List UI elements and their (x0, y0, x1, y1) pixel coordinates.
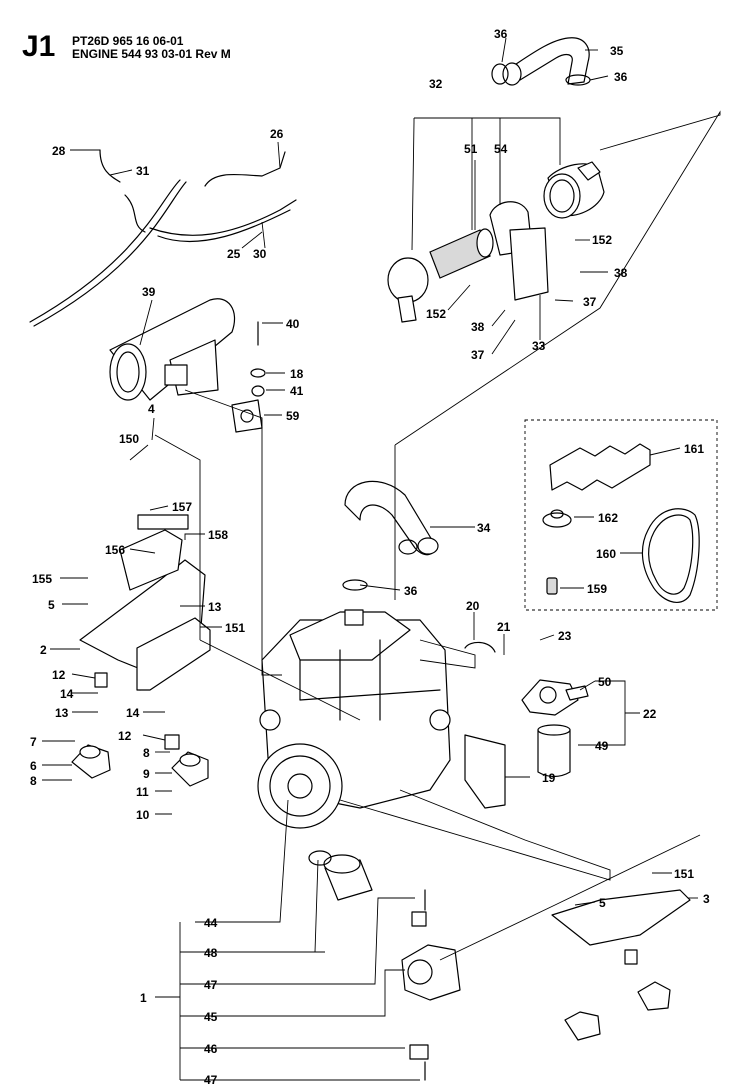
callout-36-top: 36 (494, 27, 508, 41)
callout-156: 156 (105, 543, 125, 557)
intake-hose-part (342, 480, 439, 591)
callout-20: 20 (466, 599, 480, 613)
callout-35: 35 (610, 44, 624, 58)
support-plate-part (136, 617, 211, 691)
callout-37-right: 37 (583, 295, 597, 309)
mounts-left-part (71, 672, 209, 787)
callout-22: 22 (643, 707, 657, 721)
callout-13-left: 13 (55, 706, 69, 720)
callout-10: 10 (136, 808, 150, 822)
callout-47-lower: 47 (204, 1073, 218, 1087)
callout-157: 157 (172, 500, 192, 514)
filter-housing-part (489, 201, 549, 301)
seal-part (542, 509, 572, 528)
callout-150: 150 (119, 432, 139, 446)
callout-9: 9 (143, 767, 150, 781)
bracket-3-part (551, 889, 691, 1041)
callout-49: 49 (595, 739, 609, 753)
callout-155: 155 (32, 572, 52, 586)
muffler-part (109, 298, 236, 401)
fuel-filter-part (537, 724, 571, 778)
filter-element-part (387, 228, 494, 323)
callout-45: 45 (204, 1010, 218, 1024)
callout-8-left: 8 (30, 774, 37, 788)
callout-54: 54 (494, 142, 508, 156)
callout-162: 162 (598, 511, 618, 525)
callout-28: 28 (52, 144, 66, 158)
callout-5-right: 5 (599, 896, 606, 910)
callout-12-left: 12 (52, 668, 66, 682)
washers-part (250, 321, 266, 397)
callout-37-left: 37 (471, 348, 485, 362)
callout-151-left: 151 (225, 621, 245, 635)
callout-41: 41 (290, 384, 304, 398)
callout-50: 50 (598, 675, 612, 689)
callout-48: 48 (204, 946, 218, 960)
callout-18: 18 (290, 367, 304, 381)
callout-46: 46 (204, 1042, 218, 1056)
callout-1: 1 (140, 991, 147, 1005)
air-filter-assembly-part (543, 161, 605, 219)
callout-31: 31 (136, 164, 150, 178)
starter-motor-part (401, 889, 461, 1081)
callout-44: 44 (204, 916, 218, 930)
callout-19: 19 (542, 771, 556, 785)
callout-21: 21 (497, 620, 511, 634)
callout-38-left: 38 (471, 320, 485, 334)
callout-12-right: 12 (118, 729, 132, 743)
callout-7: 7 (30, 735, 37, 749)
callout-6: 6 (30, 759, 37, 773)
callout-26: 26 (270, 127, 284, 141)
callout-8-right: 8 (143, 746, 150, 760)
callout-36-center: 36 (404, 584, 418, 598)
callout-36-right: 36 (614, 70, 628, 84)
bracket-20-part (464, 641, 496, 653)
callout-14-left: 14 (60, 687, 74, 701)
callout-159: 159 (587, 582, 607, 596)
air-filter-hose-part (502, 37, 590, 86)
callout-13-top: 13 (208, 600, 222, 614)
bracket-19-part (464, 734, 506, 809)
model-line: PT26D 965 16 06-01 (72, 34, 184, 48)
callout-25: 25 (227, 247, 241, 261)
fuel-line-part (29, 149, 297, 327)
callout-5-left: 5 (48, 598, 55, 612)
callout-59: 59 (286, 409, 300, 423)
callout-39: 39 (142, 285, 156, 299)
callout-40: 40 (286, 317, 300, 331)
callout-32: 32 (429, 77, 443, 91)
callout-161: 161 (684, 442, 704, 456)
callout-14-right: 14 (126, 706, 140, 720)
rocker-cover-gasket-part (549, 443, 651, 491)
engine-line: ENGINE 544 93 03-01 Rev M (72, 47, 231, 61)
callout-11: 11 (136, 785, 149, 799)
oil-filter-part (308, 850, 373, 901)
callout-33: 33 (532, 339, 546, 353)
callout-2: 2 (40, 643, 47, 657)
callout-151-right: 151 (674, 867, 694, 881)
leader-lines (42, 37, 721, 1081)
callout-23: 23 (558, 629, 572, 643)
callout-38-right: 38 (614, 266, 628, 280)
drive-belt-part (641, 508, 700, 603)
callout-152-right: 152 (592, 233, 612, 247)
callout-30: 30 (253, 247, 267, 261)
section-code: J1 (22, 30, 56, 63)
callout-4: 4 (148, 402, 155, 416)
callout-34: 34 (477, 521, 491, 535)
callout-152-left: 152 (426, 307, 446, 321)
callout-3: 3 (703, 892, 710, 906)
callout-51: 51 (464, 142, 478, 156)
engine-block-part (257, 609, 451, 829)
callout-160: 160 (596, 547, 616, 561)
callout-47-upper: 47 (204, 978, 218, 992)
clip-part (546, 577, 558, 595)
callout-labels: 36 35 36 32 26 28 31 51 54 25 30 152 38 … (30, 27, 710, 1087)
callout-158: 158 (208, 528, 228, 542)
fuel-pump-part (521, 679, 589, 716)
